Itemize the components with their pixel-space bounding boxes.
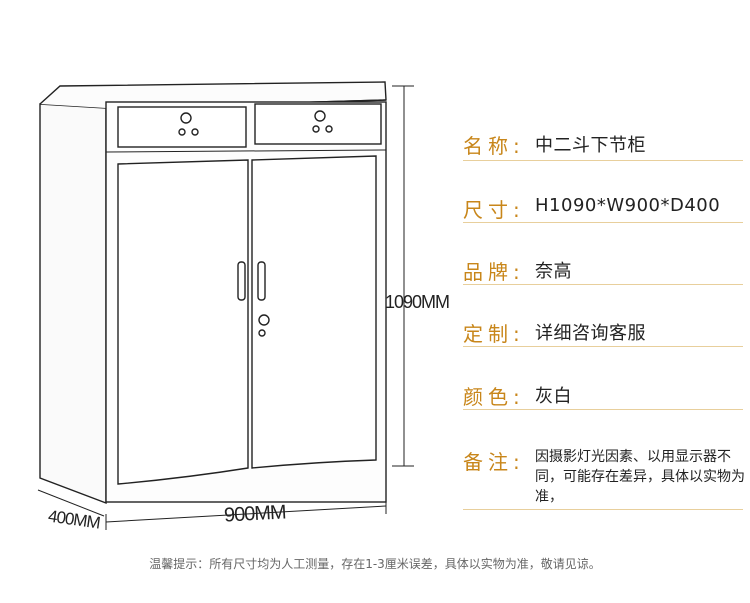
- note-text: 因摄影灯光因素、以用显示器不同，可能存在差异，具体以实物为准，: [535, 449, 745, 505]
- cabinet-side-panel: [39, 103, 107, 505]
- drawer-left: [117, 106, 247, 148]
- door-handle-left: [237, 261, 246, 301]
- drawer-right: [254, 103, 382, 145]
- divider: [463, 346, 743, 347]
- door-lock: [258, 314, 270, 326]
- door-right: [251, 155, 377, 469]
- divider: [463, 409, 743, 410]
- spec-label: 颜色:: [463, 385, 525, 409]
- spec-value: H1090*W900*D400: [535, 195, 721, 216]
- divider: [463, 284, 743, 285]
- spec-label: 品牌:: [463, 260, 525, 284]
- door-handle-right: [257, 261, 266, 301]
- width-dimension-label: 900MM: [223, 501, 287, 527]
- spec-label: 名称:: [463, 134, 525, 158]
- spec-value: 奈高: [535, 261, 572, 282]
- spec-label: 定制:: [463, 322, 525, 346]
- drawer-lock-right: [314, 110, 326, 122]
- spec-value: 灰白: [535, 386, 572, 407]
- divider: [463, 160, 743, 161]
- divider: [463, 222, 743, 223]
- footer-tip: 温馨提示：所有尺寸均为人工测量，存在1-3厘米误差，具体以实物为准，敬请见谅。: [149, 557, 601, 571]
- note-label: 备注:: [463, 450, 525, 474]
- divider: [463, 509, 743, 510]
- drawer-lock-left: [180, 112, 192, 124]
- spec-value: 中二斗下节柜: [535, 135, 646, 156]
- spec-label: 尺寸:: [463, 198, 525, 222]
- door-left: [117, 159, 249, 485]
- spec-value: 详细咨询客服: [535, 323, 646, 344]
- height-dimension-label: 1090MM: [385, 292, 450, 312]
